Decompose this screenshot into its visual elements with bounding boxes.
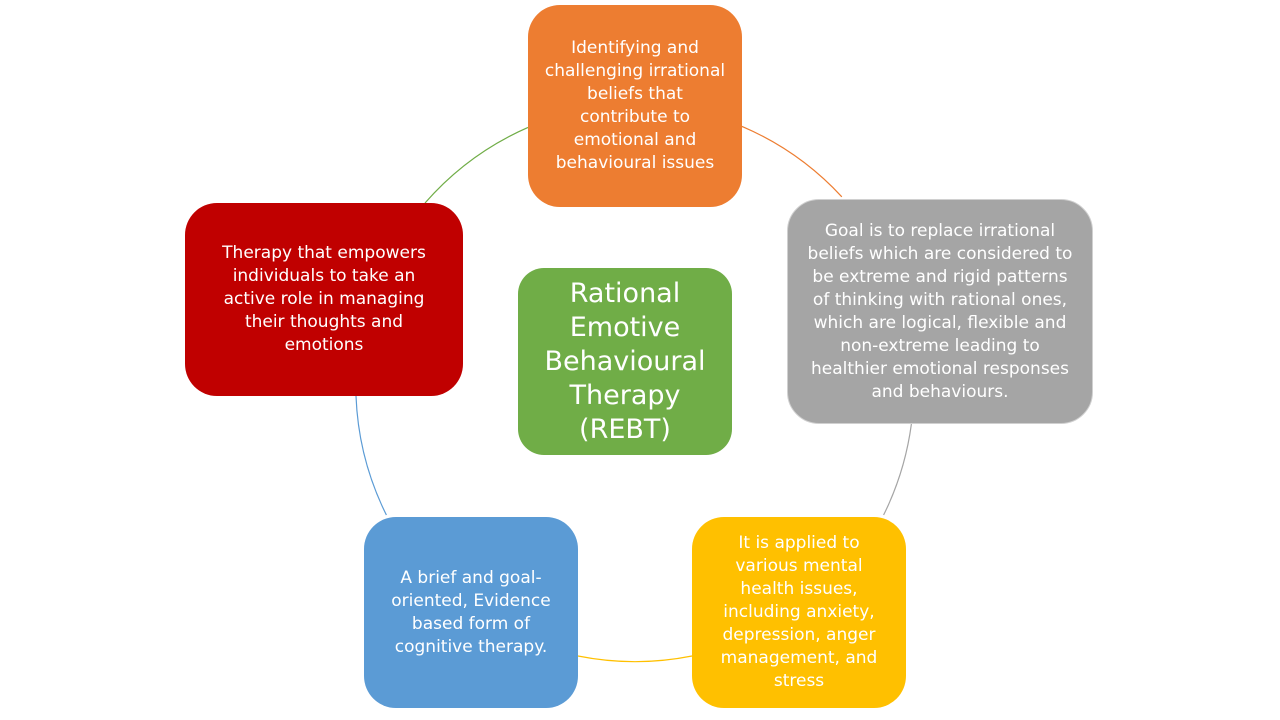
- center-node-rebt: Rational Emotive Behavioural Therapy (RE…: [518, 268, 732, 455]
- node-right-text: Goal is to replace irrational beliefs wh…: [807, 220, 1073, 402]
- connector-bl-to-left: [355, 395, 387, 516]
- connector-br-to-bl: [577, 655, 693, 663]
- center-title: Rational Emotive Behavioural Therapy (RE…: [544, 277, 706, 445]
- node-empowerment: Therapy that empowers individuals to tak…: [185, 203, 463, 396]
- node-identifying-irrational-beliefs: Identifying and challenging irrational b…: [528, 5, 742, 207]
- connector-right-to-br: [883, 423, 912, 516]
- node-brief-goal-oriented: A brief and goal-oriented, Evidence base…: [364, 517, 578, 708]
- connector-left-to-top: [424, 126, 529, 204]
- node-top-text: Identifying and challenging irrational b…: [544, 38, 726, 173]
- node-applications: It is applied to various mental health i…: [692, 517, 906, 708]
- connector-top-to-right: [740, 125, 843, 198]
- node-goal: Goal is to replace irrational beliefs wh…: [787, 199, 1093, 424]
- node-bottom-left-text: A brief and goal-oriented, Evidence base…: [391, 567, 551, 657]
- node-left-text: Therapy that empowers individuals to tak…: [222, 243, 426, 355]
- node-bottom-right-text: It is applied to various mental health i…: [720, 533, 878, 691]
